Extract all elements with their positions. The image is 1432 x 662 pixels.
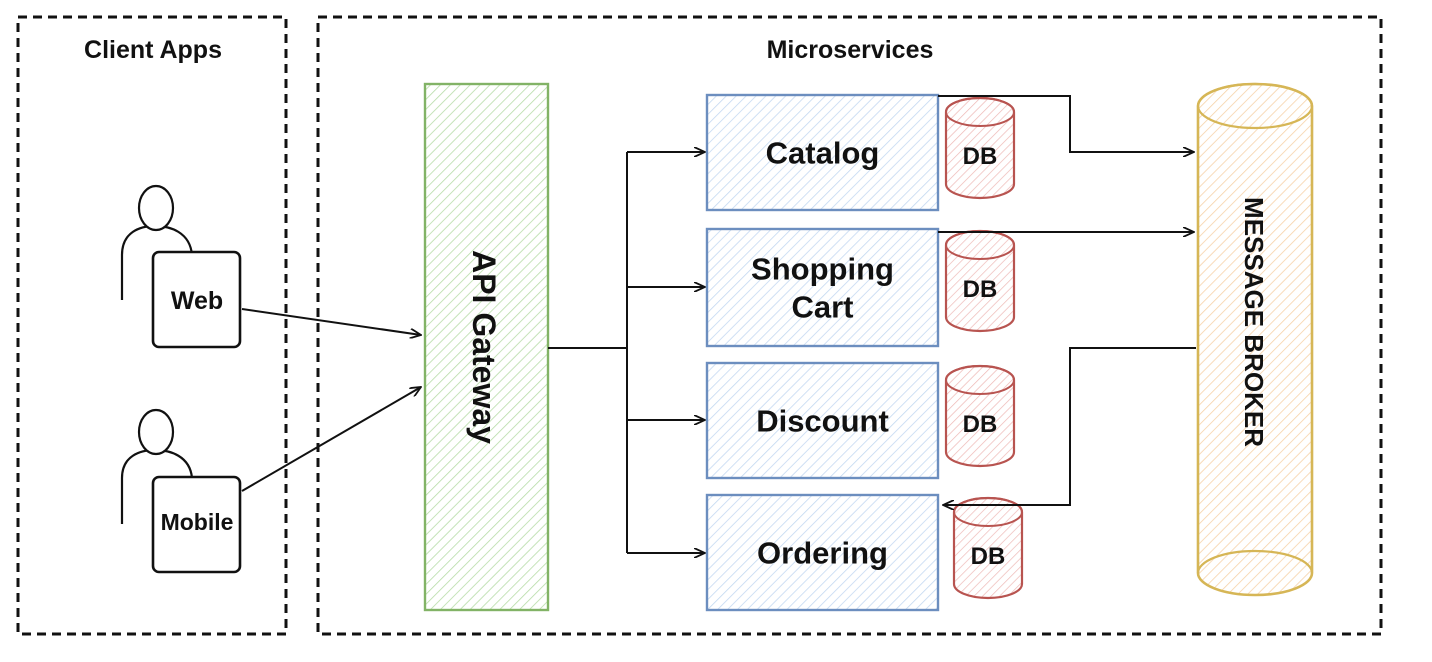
web-device [151, 250, 242, 349]
database-icon: DB [944, 96, 1016, 200]
gateway-routes [548, 152, 705, 553]
mobile-to-gateway-arrow [241, 387, 421, 492]
service-catalog: Catalog DB [705, 93, 1016, 212]
service-label: Ordering [757, 536, 888, 571]
service-discount: Discount DB [705, 361, 1016, 480]
mobile-device [151, 475, 242, 574]
api-gateway: API Gateway [423, 82, 550, 612]
database-label: DB [963, 143, 998, 170]
mobile-label: Mobile [161, 509, 234, 535]
database-label: DB [963, 411, 998, 438]
web-to-gateway-arrow [241, 308, 421, 335]
database-icon: DB [952, 496, 1024, 600]
service-label: Catalog [766, 136, 880, 171]
microservices-group: Microservices [316, 15, 1383, 636]
service-box [705, 93, 940, 212]
service-label: Discount [756, 404, 889, 439]
microservices-title: Microservices [767, 36, 934, 64]
web-client: Web [120, 184, 242, 349]
message-broker: MESSAGE BROKER [1196, 82, 1314, 597]
service-label: Shopping [751, 252, 894, 287]
client-apps-title: Client Apps [84, 36, 222, 64]
database-icon: DB [944, 229, 1016, 333]
database-icon: DB [944, 364, 1016, 468]
service-ordering: Ordering DB [705, 493, 1024, 612]
broker-to-ordering-arrow [943, 347, 1196, 505]
mobile-client: Mobile [120, 408, 242, 574]
message-broker-label: MESSAGE BROKER [1239, 197, 1269, 447]
broker-links [938, 95, 1196, 505]
database-label: DB [963, 276, 998, 303]
client-apps-group: Client Apps [16, 15, 288, 636]
api-gateway-label: API Gateway [466, 250, 502, 444]
service-box [705, 361, 940, 480]
database-label: DB [971, 543, 1006, 570]
client-arrows [241, 308, 421, 492]
web-label: Web [171, 287, 223, 315]
service-box [705, 227, 940, 348]
service-box [705, 493, 940, 612]
catalog-to-broker-arrow [938, 95, 1194, 152]
service-label: Cart [791, 290, 853, 325]
